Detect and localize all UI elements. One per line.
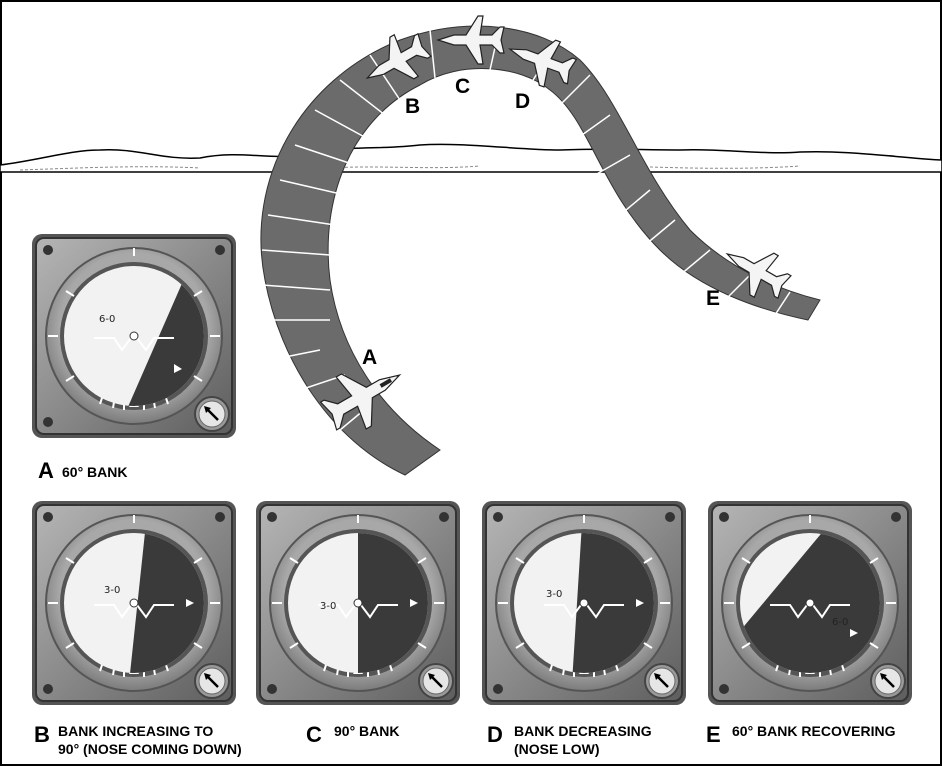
caption-letter-e: E	[706, 722, 721, 747]
scale-label-a: 6-0	[99, 314, 115, 325]
scale-label-c: 3-0	[320, 601, 336, 612]
caption-d-line1: BANK DECREASING	[514, 723, 652, 739]
caption-b-line1: BANK INCREASING TO	[58, 723, 214, 739]
position-label-d: D	[515, 90, 530, 113]
scale-label-d: 3-0	[546, 589, 562, 600]
mountain-horizon	[0, 143, 942, 173]
scale-label-e: 6-0	[832, 617, 848, 628]
position-label-e: E	[706, 287, 720, 310]
position-label-a: A	[362, 346, 377, 369]
attitude-indicator-b: 3-0	[30, 499, 238, 707]
caption-e: 60° BANK RECOVERING	[732, 723, 896, 739]
position-label-c: C	[455, 75, 470, 98]
caption-b-line2: 90° (NOSE COMING DOWN)	[58, 741, 242, 757]
caption-c: 90° BANK	[334, 723, 400, 739]
airplane-icon	[508, 39, 578, 88]
airplane-icon	[319, 373, 402, 431]
caption-d-line2: (NOSE LOW)	[514, 741, 600, 757]
airplane-icon	[725, 252, 792, 300]
caption-letter-c: C	[306, 722, 322, 747]
attitude-indicator-a: 6-0	[30, 232, 238, 440]
caption-letter-d: D	[487, 722, 503, 747]
caption-a: 60° BANK	[62, 464, 128, 480]
attitude-indicator-e: 6-0	[706, 499, 914, 707]
attitude-indicator-d: 3-0	[480, 499, 688, 707]
attitude-indicator-c: 3-0	[254, 499, 462, 707]
caption-letter-b: B	[34, 722, 50, 747]
scale-label-b: 3-0	[104, 585, 120, 596]
position-label-b: B	[405, 95, 420, 118]
airplane-icon	[365, 32, 432, 80]
caption-letter-a: A	[38, 458, 54, 483]
airplane-icon	[435, 15, 505, 65]
